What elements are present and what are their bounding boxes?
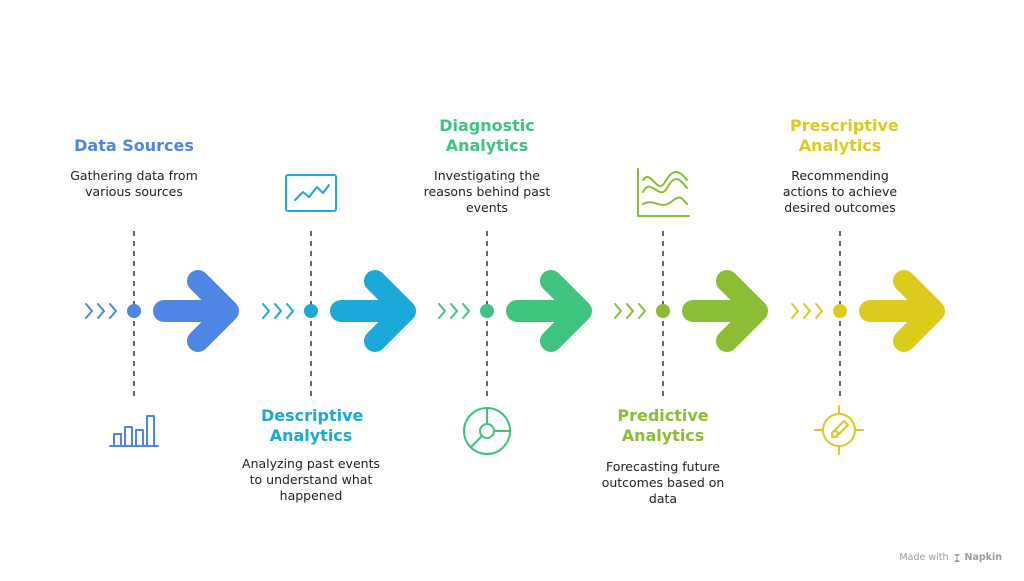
big-arrow-icon (330, 270, 416, 352)
stage-title: Diagnostic Analytics (439, 116, 535, 155)
footer-brand: Napkin (964, 552, 1003, 563)
timeline-dot (480, 304, 494, 318)
stage-description: Gathering data from various sources (70, 168, 198, 199)
chevron-icon (803, 303, 811, 319)
chevron-icon (274, 303, 282, 319)
stage-connector-1 (85, 231, 239, 396)
stage-description: Forecasting future outcomes based on dat… (601, 459, 725, 506)
stage-description: Recommending actions to achieve desired … (782, 168, 898, 215)
stage-connector-3 (438, 231, 592, 396)
target-compass-icon (813, 404, 865, 460)
chevron-icon (815, 303, 823, 319)
chevron-icon (450, 303, 458, 319)
chevron-icon (614, 303, 622, 319)
chevron-icon (85, 303, 93, 319)
chevron-icon (626, 303, 634, 319)
timeline-dot (833, 304, 847, 318)
stage-connector-5 (791, 231, 945, 396)
chevron-icon (109, 303, 117, 319)
pie-chart-icon (460, 404, 514, 462)
big-arrow-icon (859, 270, 945, 352)
stage-title: Descriptive Analytics (261, 406, 364, 445)
timeline-dot (304, 304, 318, 318)
napkin-logo-icon (953, 553, 960, 562)
footer-credit: Made with Napkin (899, 552, 1002, 563)
big-arrow-icon (682, 270, 768, 352)
chevron-icon (286, 303, 294, 319)
footer-made-with: Made with (899, 552, 949, 563)
chevron-icon (462, 303, 470, 319)
stage-title: Predictive Analytics (617, 406, 709, 445)
big-arrow-icon (506, 270, 592, 352)
chevron-icon (97, 303, 105, 319)
stage-connector-4 (614, 231, 768, 396)
line-chart-monitor-icon (283, 172, 339, 218)
chevron-icon (262, 303, 270, 319)
timeline-dot (127, 304, 141, 318)
stage-connector-2 (262, 231, 416, 396)
chevron-icon (438, 303, 446, 319)
big-arrow-icon (153, 270, 239, 352)
chevron-icon (638, 303, 646, 319)
stage-description: Analyzing past events to understand what… (242, 456, 380, 503)
wave-lines-chart-icon (635, 166, 691, 224)
chevron-icon (791, 303, 799, 319)
stage-title: Data Sources (74, 136, 194, 155)
stage-description: Investigating the reasons behind past ev… (423, 168, 551, 215)
timeline-dot (656, 304, 670, 318)
stage-title: Prescriptive Analytics (790, 116, 899, 155)
bar-chart-icon (107, 410, 161, 454)
